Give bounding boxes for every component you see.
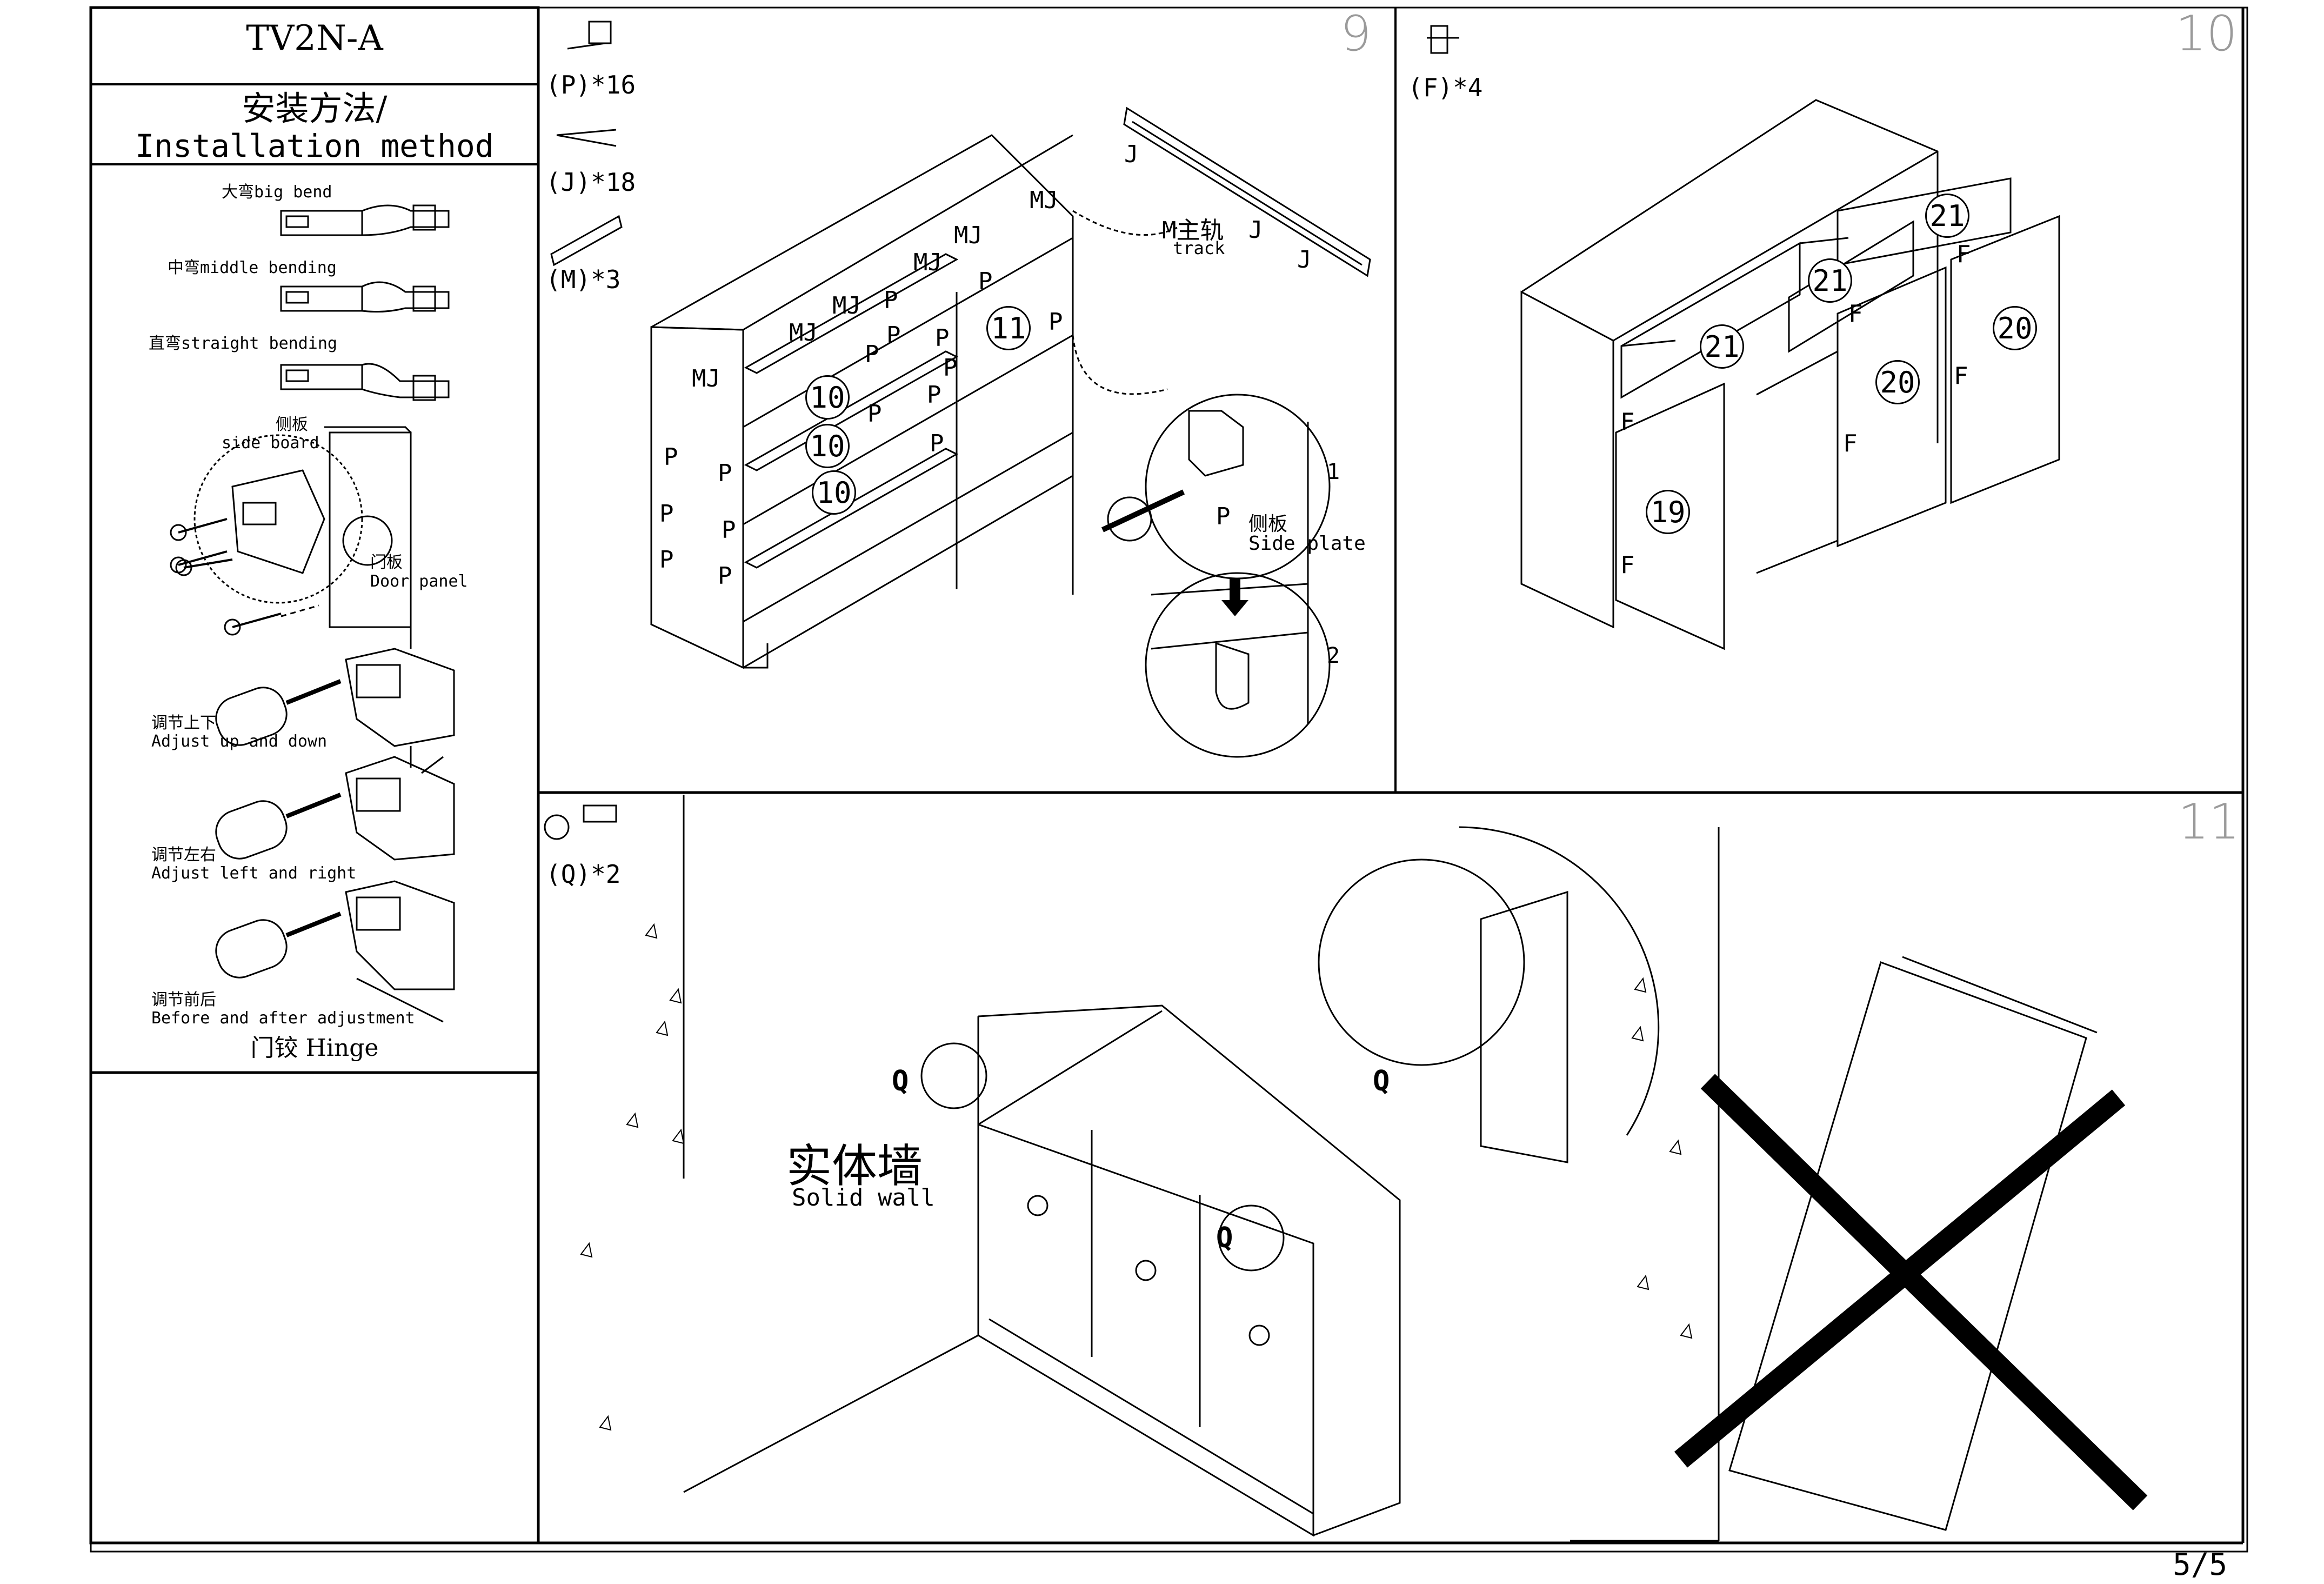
adjust-updown-cn: 调节上下 (151, 714, 216, 733)
panel-10: 10 (812, 470, 856, 515)
label-f: F (1620, 408, 1635, 436)
step9-drawing (550, 21, 1371, 758)
hinge-big-bend-label: 大弯big bend (222, 183, 332, 202)
adjust-updown-en: Adjust up and down (151, 732, 328, 751)
label-mj: MJ (832, 292, 861, 320)
label-j: J (1248, 216, 1263, 244)
label-p: P (978, 268, 993, 295)
label-q: Q (1373, 1065, 1390, 1097)
label-mj: MJ (1030, 187, 1058, 214)
page-number: 5/5 (2173, 1547, 2228, 1582)
label-p: P (664, 443, 678, 471)
label-p: P (718, 562, 732, 590)
side-board-label-en: side board (222, 434, 319, 452)
label-p: P (935, 324, 950, 352)
label-p: P (659, 500, 674, 528)
detail-2-label: 2 (1327, 643, 1340, 668)
side-plate-label-cn: 侧板 (1248, 513, 1288, 535)
step9-number: 9 (1340, 5, 1372, 62)
label-p: P (718, 460, 732, 487)
label-f: F (1956, 241, 1971, 268)
detail-1-label: 1 (1327, 460, 1340, 484)
panel-10: 10 (805, 424, 850, 468)
label-j: J (1297, 246, 1312, 274)
label-p: P (886, 322, 901, 349)
track-label-cn: M主轨 (1162, 217, 1224, 244)
label-q: Q (1216, 1222, 1233, 1254)
adjust-leftright-en: Adjust left and right (151, 864, 357, 883)
part-q-count: (Q)*2 (546, 860, 621, 889)
label-p: P (722, 516, 736, 544)
panel-21: 21 (1700, 324, 1744, 369)
model-title: TV2N-A (246, 18, 383, 58)
panel-11: 11 (986, 306, 1031, 350)
hinge-drawings (170, 204, 455, 1023)
panel-21: 21 (1925, 194, 1969, 238)
label-p: P (930, 430, 944, 457)
part-j-count: (J)*18 (546, 168, 636, 197)
hinge-caption: 门铰 Hinge (250, 1034, 379, 1062)
label-j: J (1124, 141, 1139, 168)
label-f: F (1954, 362, 1968, 390)
label-p: P (867, 400, 882, 428)
step10-drawing (1427, 25, 2060, 650)
label-p: P (927, 381, 941, 409)
label-p: P (865, 341, 879, 368)
track-label-en: track (1173, 238, 1225, 258)
label-mj: MJ (954, 222, 983, 249)
step11-drawing (544, 795, 2098, 1542)
method-title-en: Installation method (135, 128, 494, 164)
label-mj: MJ (692, 365, 720, 392)
label-p: P (659, 546, 674, 574)
adjust-frontback-cn: 调节前后 (151, 990, 216, 1009)
wrong-x-icon (1674, 1074, 2148, 1510)
adjust-frontback-en: Before and after adjustment (151, 1009, 415, 1028)
step10-number: 10 (2175, 5, 2238, 62)
solid-wall-label-en: Solid wall (792, 1184, 935, 1212)
label-p: P (1049, 308, 1063, 336)
panel-20: 20 (1875, 360, 1920, 404)
step11-number: 11 (2178, 794, 2240, 850)
door-panel-label-en: Door panel (370, 572, 468, 591)
door-panel-label-cn: 门板 (370, 553, 403, 572)
adjust-leftright-cn: 调节左右 (151, 846, 216, 864)
label-q: Q (892, 1065, 909, 1097)
label-mj: MJ (913, 249, 942, 276)
solid-wall-label-cn: 实体墙 (786, 1140, 923, 1193)
side-plate-label-en: Side plate (1248, 533, 1366, 555)
side-board-label-cn: 侧板 (276, 415, 308, 434)
label-p: P (1216, 503, 1231, 530)
part-f-count: (F)*4 (1408, 73, 1483, 102)
label-mj: MJ (789, 319, 818, 347)
label-f: F (1620, 551, 1635, 579)
panel-10: 10 (805, 375, 850, 420)
part-p-count: (P)*16 (546, 70, 636, 99)
hinge-straight-bending-label: 直弯straight bending (149, 334, 337, 353)
down-arrow-icon (1221, 578, 1248, 616)
hinge-middle-bending-label: 中弯middle bending (168, 258, 337, 277)
part-m-count: (M)*3 (546, 265, 621, 294)
panel-19: 19 (1646, 490, 1690, 534)
method-title-cn: 安装方法/ (242, 89, 388, 128)
wall-texture (580, 923, 1693, 1431)
panel-21: 21 (1808, 258, 1852, 303)
label-f: F (1843, 430, 1858, 457)
label-f: F (1848, 300, 1863, 328)
panel-20: 20 (1993, 306, 2037, 350)
label-p: P (943, 354, 958, 382)
label-p: P (884, 287, 898, 314)
